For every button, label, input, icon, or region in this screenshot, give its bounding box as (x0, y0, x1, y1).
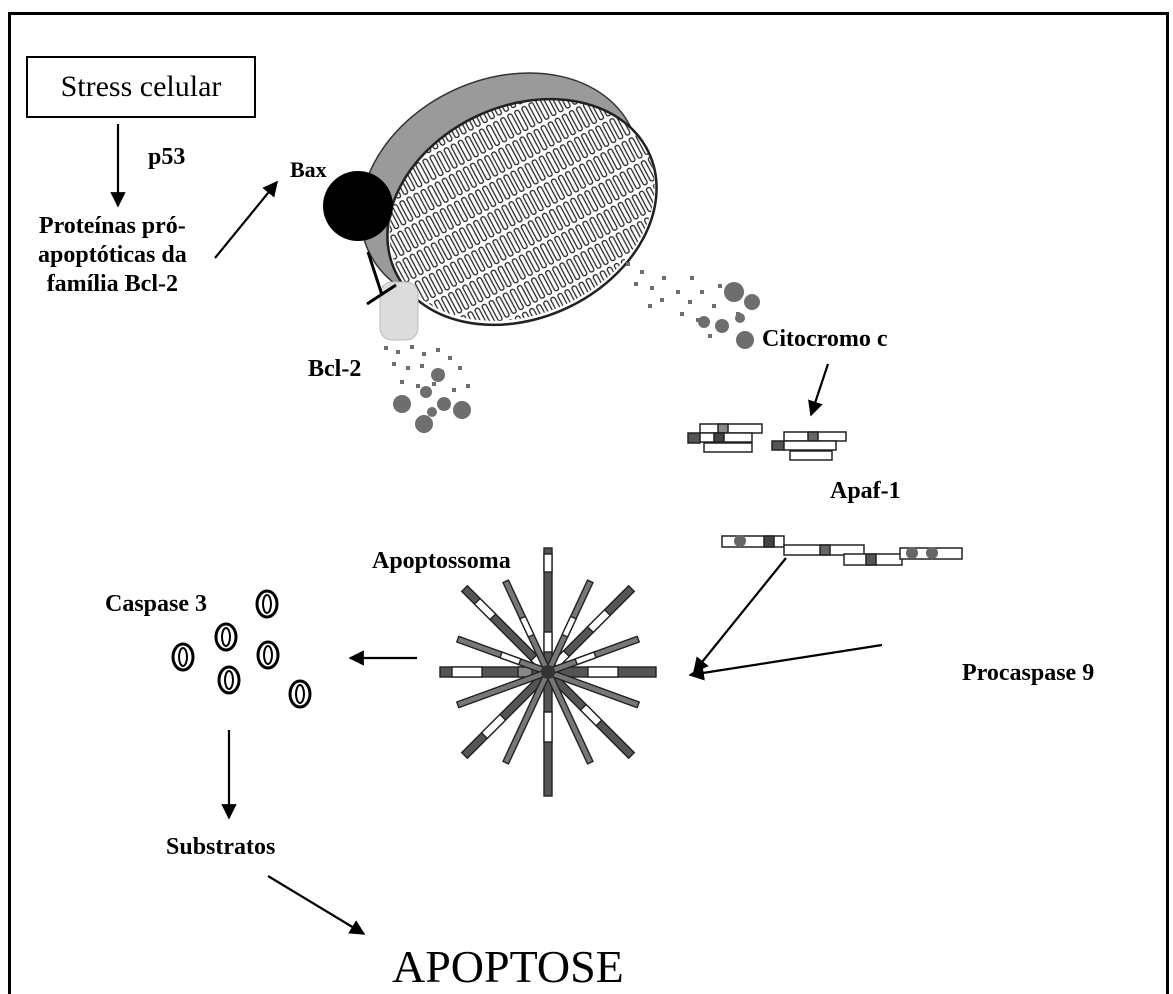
p53-label: p53 (148, 144, 185, 172)
particles-left (384, 345, 471, 433)
substratos-label: Substratos (166, 834, 275, 862)
arrow-apaf-to-apoptossoma (694, 558, 786, 672)
proteinas-line-1: Proteínas pró- (38, 212, 187, 241)
arrow-proteinas-to-bax (215, 182, 277, 258)
procaspase9-label: Procaspase 9 (962, 660, 1094, 688)
bax-label: Bax (290, 157, 327, 182)
bcl2-label: Bcl-2 (308, 356, 361, 384)
proteinas-line-3: família Bcl-2 (38, 270, 187, 299)
apaf1-label: Apaf-1 (830, 478, 901, 506)
proteinas-line-2: apoptóticas da (38, 241, 187, 270)
procaspase9-chain (722, 535, 962, 565)
arrow-citocromo-to-apaf (811, 364, 828, 415)
apaf1-monomers (688, 424, 846, 460)
arrow-procaspase-to-apoptossoma (690, 645, 882, 675)
bax-protein (323, 171, 393, 241)
apoptossoma-complex (440, 548, 656, 796)
particles-right (626, 262, 760, 349)
stress-celular-label: Stress celular (61, 70, 222, 104)
caspase3-label: Caspase 3 (105, 591, 207, 619)
proteinas-label: Proteínas pró- apoptóticas da família Bc… (38, 212, 187, 299)
stress-celular-box: Stress celular (26, 56, 256, 118)
apoptose-label: APOPTOSE (392, 940, 624, 993)
apoptossoma-label: Apoptossoma (372, 548, 511, 576)
citocromo-c-label: Citocromo c (762, 326, 888, 354)
arrow-substratos-to-apoptose (268, 876, 364, 934)
